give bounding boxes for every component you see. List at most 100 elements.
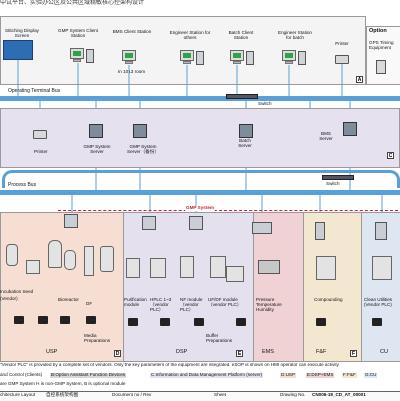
ems-area-label: EMS [262, 349, 274, 355]
hmi-panel-icon [236, 318, 246, 326]
compounding-icon [316, 256, 336, 280]
pressure-label: Pressure Temperature Humidity [256, 297, 282, 312]
buffer-tank-icon [226, 266, 244, 282]
legend-b: B:Option Assistant Function Devices [50, 372, 127, 378]
vendor-note: "Vendor PLC" is provided by a complete s… [0, 363, 339, 367]
usp-zone [0, 212, 125, 362]
legend-d: D:USP [280, 372, 297, 378]
ff-cabinet-icon [315, 222, 325, 240]
incubator-icon [6, 244, 18, 266]
dsp-area-label: DSP [176, 349, 188, 355]
printer-icon [335, 55, 349, 64]
process-bus-upper [2, 170, 400, 188]
purification-icon [126, 258, 140, 278]
ems-zone [253, 212, 305, 362]
bioreactor-icon [48, 240, 62, 268]
media-tank-icon [100, 246, 114, 272]
hmi-panel-icon [14, 316, 24, 324]
legend-row3: are GMP System H is non-GMP System, B is… [0, 381, 126, 386]
media-label: Media Preparations [84, 333, 111, 343]
gmp-boundary-line [58, 210, 398, 212]
hmi-panel-icon [128, 318, 138, 326]
compounding-label: Compounding [314, 297, 343, 302]
process-switch-icon [322, 175, 354, 180]
usp-cabinet-icon [64, 214, 78, 228]
engineer-batch-label: Engineer Station for batch [278, 30, 312, 40]
server-printer-label: Printer [34, 149, 48, 154]
clean-utility-icon [372, 256, 392, 280]
footer-doc-cn: 自控系统架构图 [46, 392, 79, 397]
zone-a-tag: A [356, 76, 363, 83]
bms-room-note: In 1013 room [118, 69, 146, 74]
hplc-label: HPLC 1~3 （vendor PLC） [150, 297, 172, 312]
server-zone [0, 108, 400, 168]
hplc-icon [150, 258, 166, 278]
cu-area-label: CU [380, 349, 388, 355]
zone-c-tag: C [387, 152, 394, 159]
hmi-panel-icon [60, 316, 70, 324]
bioreactor-b-icon [64, 250, 76, 270]
footer-drawing-no: CN006-19_CD_AT_00001 [312, 392, 366, 397]
gmp-client-label: GMP System Client Station [58, 28, 98, 38]
hmi-panel-icon [194, 318, 204, 326]
server-printer-icon [33, 130, 47, 139]
footer-rev-label: Document no / Rev [112, 392, 152, 397]
gps-clock-icon [376, 60, 386, 74]
page-title: 中试平台、实验办公区及公共区域精敏核心控架构设计 [0, 0, 145, 6]
incubation-panel-icon [26, 260, 40, 274]
bms-client-label: BMS Client Station [112, 29, 152, 34]
footer-sheet-label: Sheet [214, 392, 227, 397]
batch-server-label: Batch Server [238, 138, 252, 148]
footer-doc-label: chitecture Layout [0, 392, 35, 397]
operating-switch-label: Switch [258, 101, 272, 106]
cu-cabinet-icon [375, 222, 387, 240]
sensor-icon [258, 260, 280, 274]
dsp-zone [123, 212, 255, 362]
batch-client-label: Batch Client Station [228, 30, 254, 40]
engineer-batch-tower-icon [298, 51, 306, 65]
legend-a: and Control (Clients) [0, 372, 43, 377]
zone-d-tag: D [114, 350, 121, 357]
zone-e-tag: E [236, 350, 243, 357]
network-switch-icon [226, 94, 258, 99]
option-zone [366, 26, 400, 85]
process-switch-label: Switch [326, 181, 340, 186]
uf-module-icon [210, 256, 226, 278]
buffer-label: Buffer Preparations [206, 333, 233, 343]
gmp-server-label: GMP System Server [83, 144, 111, 154]
operating-terminal-bus [0, 96, 400, 101]
option-title: Option [369, 28, 387, 34]
uf-label: UF/DF module（vendor PLC） [208, 297, 242, 307]
hmi-panel-icon [372, 318, 382, 326]
zone-f-tag: F [350, 350, 357, 357]
purification-label: Purification module [124, 297, 147, 307]
footer-bar [0, 391, 400, 401]
stitching-display-label: Stitching Display Screen [5, 28, 39, 38]
gps-timing-label: GPS Timing Equipment [369, 40, 394, 50]
legend-e: E:DSP+EMS [306, 372, 335, 378]
process-bus-label: Process Bus [8, 182, 37, 188]
gmp-server-backup-label: GMP System Server（备份） [127, 144, 159, 154]
ems-cabinet-icon [252, 222, 272, 234]
legend-f: F:F&F [342, 372, 357, 378]
hmi-panel-icon [316, 318, 326, 326]
dsp-cabinet-a-icon [142, 216, 156, 230]
bioreactor-label: Bioreactor [58, 297, 79, 302]
gmp-server-backup-icon [133, 124, 147, 138]
df-unit-icon [84, 246, 94, 276]
footer-drawing-no-label: Drawing No. [280, 392, 306, 397]
gmp-server-icon [89, 124, 103, 138]
hmi-panel-icon [86, 316, 96, 324]
engineer-others-tower-icon [196, 51, 204, 65]
operating-bus-label: Operating Terminal Bus [8, 88, 61, 94]
batch-client-tower-icon [246, 51, 254, 65]
bms-server-icon [343, 122, 357, 136]
bms-server-label: BMS Server [319, 131, 333, 141]
clean-utilities-label: Clean Utilities (Vendor PLC) [364, 297, 393, 307]
gmp-system-label: GMP System [185, 205, 215, 211]
top-printer-label: Printer [335, 41, 349, 46]
ff-area-label: F&F [316, 349, 327, 355]
engineer-others-label: Engineer Station for others [169, 30, 211, 40]
legend-c: C:Information and Data Management Platfo… [150, 372, 264, 378]
hmi-panel-icon [160, 318, 170, 326]
